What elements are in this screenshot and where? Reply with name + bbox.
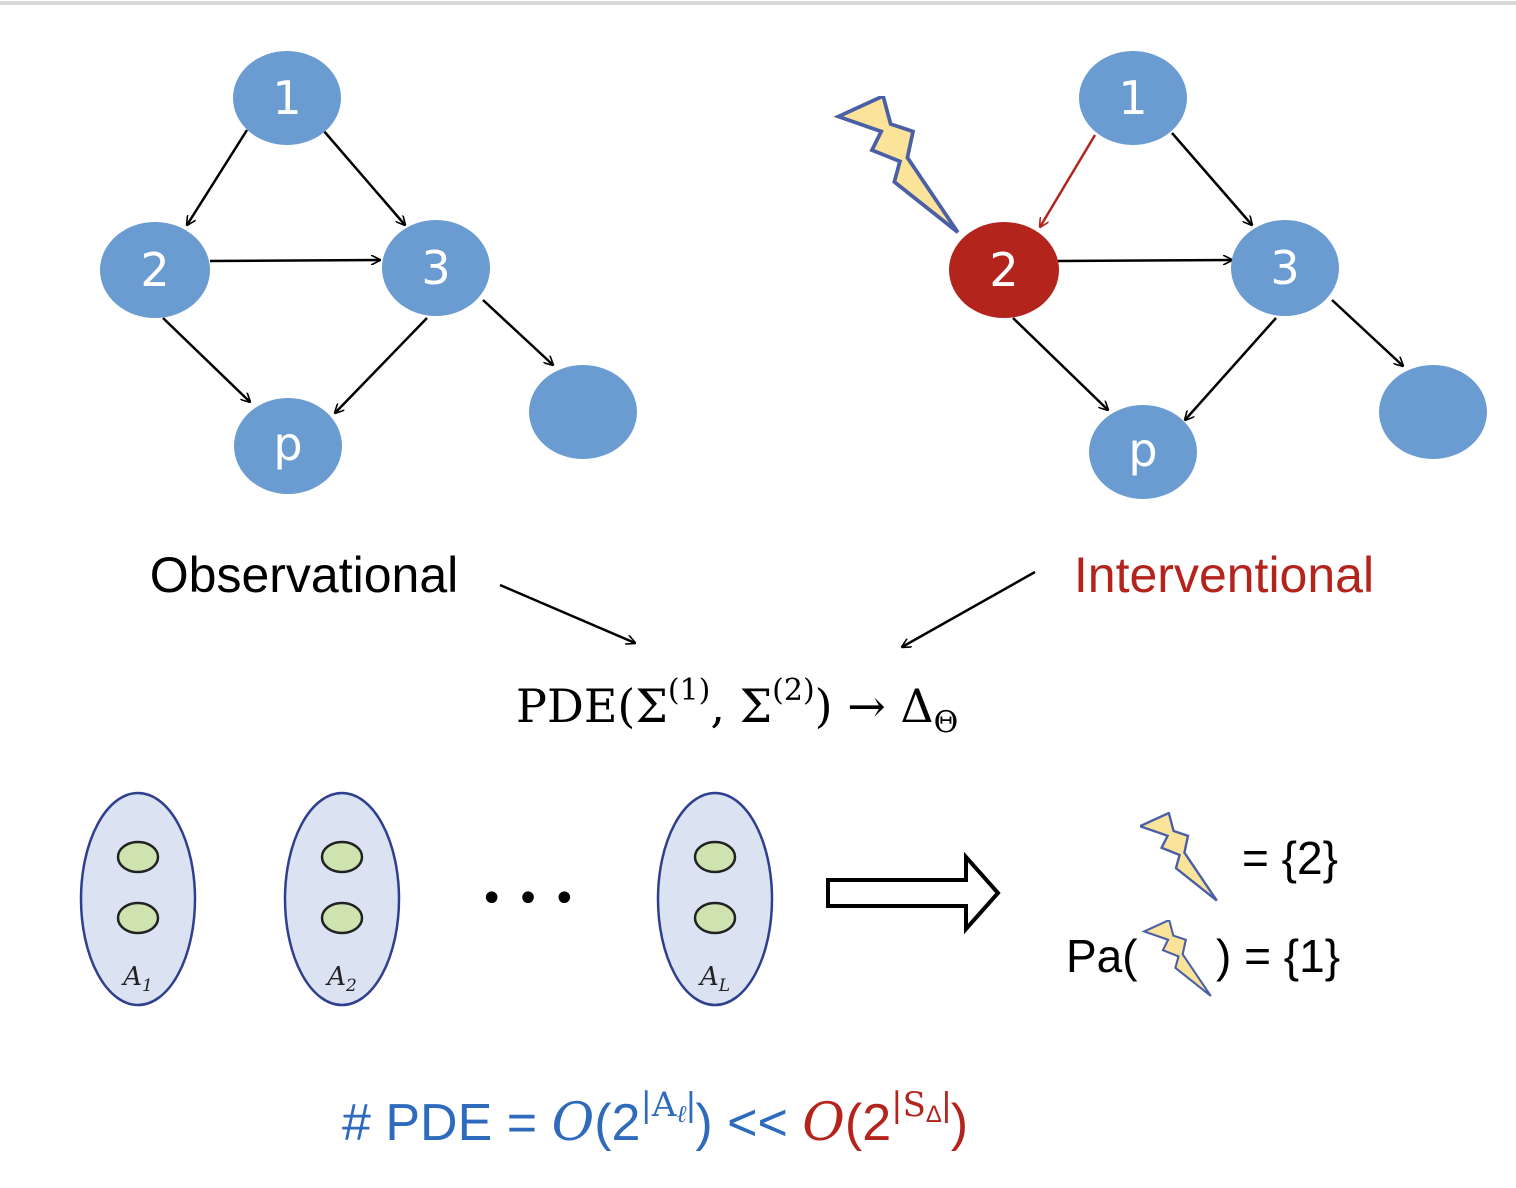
set-a1: A1 — [79, 791, 197, 1007]
set-label: AL — [698, 962, 730, 996]
set-member — [693, 840, 737, 874]
node-3-label: 3 — [421, 241, 450, 295]
set-member — [116, 840, 160, 874]
result-line-1: = {2} — [1242, 832, 1338, 884]
formula-exp1-close: | — [686, 1086, 695, 1124]
node-p — [1089, 405, 1197, 499]
edge-2-p — [1012, 317, 1108, 410]
edge-1-3 — [1171, 132, 1252, 225]
set-member — [320, 840, 364, 874]
edge-1-2-red — [1040, 134, 1097, 227]
edge-3-5 — [482, 299, 553, 365]
edge-3-5 — [1331, 299, 1403, 366]
pde-prefix: PDE(Σ — [516, 679, 668, 733]
formula-mid: << — [713, 1094, 803, 1152]
node-unlabeled — [529, 365, 637, 459]
formula-paren2-open: (2 — [845, 1094, 891, 1152]
observational-graph: 1 2 3 p Observational — [100, 51, 637, 603]
edge-3-p — [335, 317, 428, 413]
complexity-formula: # PDE = O(2|Aℓ|) << O(2|SΔ|) — [342, 1085, 968, 1153]
arrow-observational-to-pde — [499, 583, 635, 643]
converging-arrows — [499, 570, 1036, 647]
formula-exp2: |S — [891, 1085, 926, 1125]
edge-2-3 — [209, 260, 380, 261]
observational-nodes: 1 2 3 p — [100, 51, 637, 494]
set-a2: A2 — [283, 791, 401, 1007]
set-ellipse — [79, 791, 197, 1007]
interventional-edges — [1012, 132, 1403, 420]
node-2-label: 2 — [140, 243, 169, 297]
pde-sub: Θ — [934, 705, 959, 740]
result-line-2-prefix: Pa( — [1066, 930, 1138, 982]
node-1-label: 1 — [272, 71, 301, 125]
node-1 — [233, 51, 341, 145]
node-unlabeled — [1379, 365, 1487, 459]
formula-o1: O — [552, 1093, 595, 1153]
set-member — [320, 901, 364, 935]
formula-exp2-close: | — [942, 1086, 951, 1124]
ellipsis: • • • — [480, 876, 576, 922]
formula-exp2-sub: Δ — [926, 1101, 942, 1128]
formula-o2: O — [802, 1093, 845, 1153]
formula-paren2-close: ) — [951, 1094, 968, 1152]
formula-exp1: |A — [640, 1085, 676, 1125]
set-ellipse — [283, 791, 401, 1007]
set-ellipse — [656, 791, 774, 1007]
node-3 — [382, 220, 490, 316]
pde-sup-1: (1) — [668, 673, 711, 708]
set-member — [116, 901, 160, 935]
node-p-label: p — [273, 417, 302, 471]
node-2 — [100, 222, 210, 318]
set-label: A2 — [325, 962, 357, 996]
observational-caption: Observational — [150, 547, 459, 603]
arrow-interventional-to-pde — [902, 570, 1036, 647]
result-block: = {2} Pa( ) = {1} — [1066, 812, 1340, 998]
bolt-icon — [1140, 812, 1218, 902]
ancestor-sets: A1 A2 • • • AL — [79, 791, 774, 1007]
interventional-graph: 1 2 3 p Interventional — [838, 51, 1487, 603]
formula-paren1-open: (2 — [594, 1094, 640, 1152]
node-2-label: 2 — [989, 243, 1018, 297]
bolt-icon — [1143, 920, 1212, 998]
result-line-2-suffix: ) = {1} — [1216, 930, 1340, 982]
node-2-intervened — [949, 222, 1059, 318]
set-al: AL — [656, 791, 774, 1007]
node-p-label: p — [1128, 423, 1157, 477]
formula-paren1-close: ) — [695, 1094, 712, 1152]
pde-sup-2: (2) — [772, 673, 815, 708]
node-1 — [1079, 51, 1187, 145]
observational-edges — [162, 129, 553, 413]
node-1-label: 1 — [1118, 71, 1147, 125]
formula-exp1-sub: ℓ — [676, 1100, 686, 1128]
node-3-label: 3 — [1270, 241, 1299, 295]
implies-arrow-icon — [826, 851, 1001, 935]
pde-suffix: ) → Δ — [815, 679, 934, 733]
node-3 — [1231, 220, 1339, 316]
edge-1-2 — [187, 129, 249, 225]
set-label: A1 — [121, 962, 153, 996]
edge-1-3 — [322, 129, 405, 225]
edge-2-p — [162, 317, 250, 402]
pde-mid: , Σ — [710, 679, 772, 733]
node-p — [234, 398, 342, 494]
edge-2-3 — [1057, 260, 1232, 261]
set-member — [693, 901, 737, 935]
intervention-bolt-icon — [838, 96, 957, 232]
edge-3-p — [1185, 317, 1277, 420]
pde-expression: PDE(Σ(1), Σ(2)) → ΔΘ — [516, 673, 958, 740]
interventional-caption: Interventional — [1074, 547, 1374, 603]
formula-left: # PDE = — [342, 1094, 552, 1152]
interventional-nodes: 1 2 3 p — [949, 51, 1487, 499]
